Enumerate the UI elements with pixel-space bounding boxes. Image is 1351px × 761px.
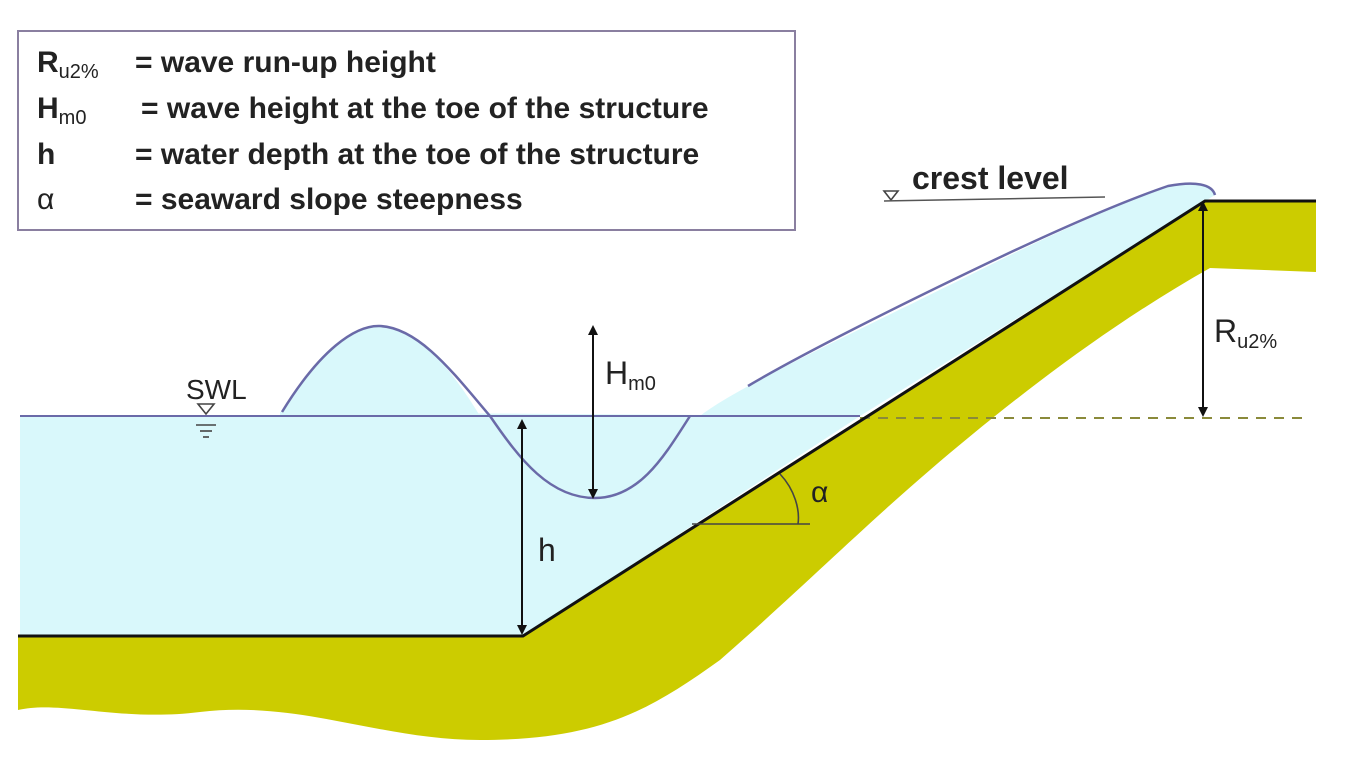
legend-definition: = wave run-up height [135,46,436,79]
swl-symbol [196,403,216,438]
legend-symbol: Hm0 [37,92,87,129]
wave-crest-fill [282,325,480,416]
legend-symbol: α [37,183,55,216]
legend-definition: = seaward slope steepness [135,183,523,216]
legend-definition: = water depth at the toe of the structur… [135,138,700,171]
ru2-label: Ru2% [1214,313,1278,353]
crest-level-label: crest level [912,160,1069,196]
water-body [20,412,860,636]
crest-level-marker [882,190,1106,202]
swl-label: SWL [186,374,247,405]
legend-symbol: h [37,138,56,171]
runup-water-fill [700,183,1215,416]
runup-surface [747,182,1217,388]
alpha-label: α [811,476,829,509]
alpha-arc [779,473,800,525]
ground-fill [18,201,1316,740]
legend-definition: = wave height at the toe of the structur… [141,92,709,125]
legend-symbol: Ru2% [37,46,99,83]
seabed-and-slope-outline [18,199,1316,638]
hm0-label: Hm0 [605,355,656,395]
h-label: h [538,532,556,568]
legend-box: Ru2% = wave run-up height Hm0 = wave hei… [17,30,796,231]
